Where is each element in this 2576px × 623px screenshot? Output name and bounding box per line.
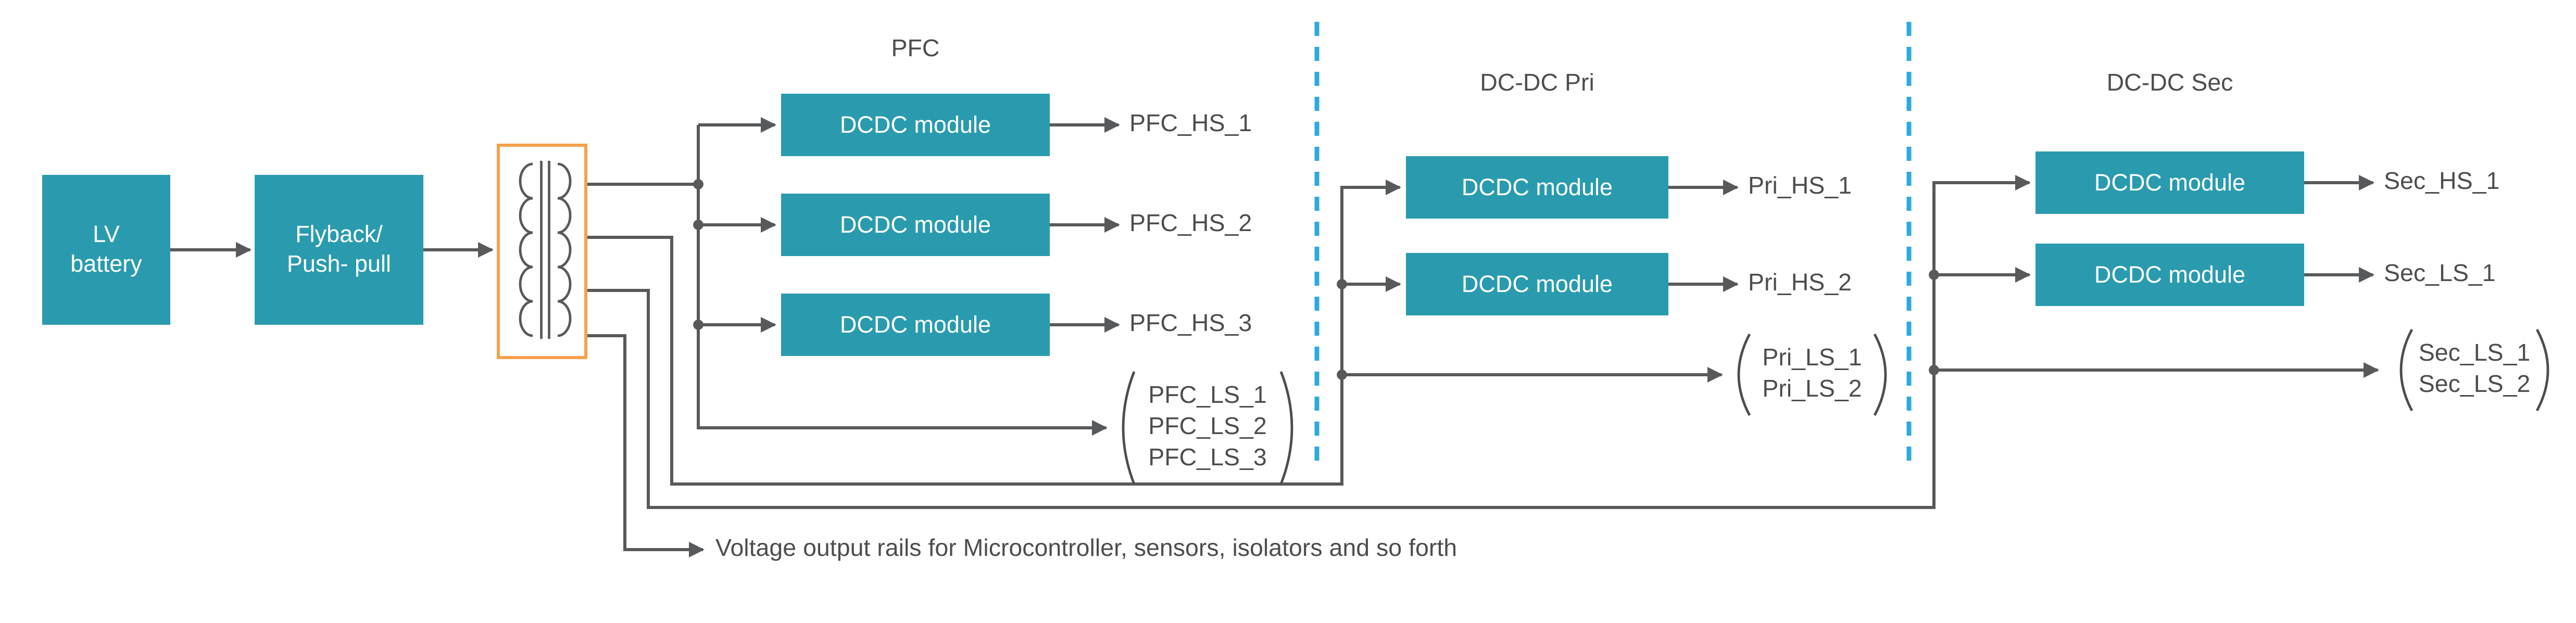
sec-ls-rail-1: Sec_LS_1 (2418, 340, 2531, 367)
pfc-section-title: PFC (891, 36, 940, 62)
sec-section-title: DC-DC Sec (2106, 70, 2233, 97)
dcdc-module-pfc-2: DCDC module (781, 194, 1050, 256)
pri-ls-rail-2: Pri_LS_2 (1762, 376, 1862, 403)
label-pri-hs-2: Pri_HS_2 (1748, 270, 1852, 297)
wire-pfc-bus-to-ls-group (697, 125, 1108, 436)
lv-battery-label-line2: battery (70, 251, 142, 278)
pri-ls-rail-1: Pri_LS_1 (1762, 345, 1862, 372)
wire-voltage-rails (587, 334, 705, 557)
label-pri-hs-1: Pri_HS_1 (1748, 173, 1852, 200)
pfc-ls-rail-2: PFC_LS_2 (1148, 414, 1267, 440)
dcdc-module-pfc-1: DCDC module (781, 94, 1050, 156)
dcdc-module-sec-1: DCDC module (2035, 151, 2304, 214)
pri-section-title: DC-DC Pri (1480, 70, 1594, 97)
dcdc-module-sec-2: DCDC module (2035, 244, 2304, 306)
lv-battery-label-line1: LV (93, 222, 120, 248)
sec-ls-rail-2: Sec_LS_2 (2418, 372, 2531, 398)
label-pfc-hs-1: PFC_HS_1 (1129, 111, 1252, 137)
transformer-symbol (497, 144, 587, 359)
label-sec-hs-1: Sec_HS_1 (2384, 169, 2500, 195)
flyback-label-line2: Push- pull (286, 251, 392, 278)
dcdc-module-pri-2: DCDC module (1406, 253, 1668, 315)
pfc-ls-rail-3: PFC_LS_3 (1148, 445, 1267, 472)
label-pfc-hs-3: PFC_HS_3 (1129, 311, 1252, 337)
pfc-ls-rail-group: PFC_LS_1 PFC_LS_2 PFC_LS_3 (1148, 381, 1266, 475)
pri-ls-rail-group: Pri_LS_1 Pri_LS_2 (1762, 344, 1862, 406)
transformer-windings-icon (519, 161, 572, 339)
pfc-ls-rail-1: PFC_LS_1 (1148, 383, 1267, 409)
flyback-pushpull-node: Flyback/ Push- pull (255, 175, 423, 325)
label-sec-ls-1: Sec_LS_1 (2384, 261, 2496, 287)
flyback-label-line1: Flyback/ (295, 222, 383, 248)
label-pfc-hs-2: PFC_HS_2 (1129, 211, 1252, 237)
dcdc-module-pfc-3: DCDC module (781, 294, 1050, 356)
sec-ls-rail-group: Sec_LS_1 Sec_LS_2 (2419, 339, 2531, 401)
lv-battery-node: LV battery (42, 175, 170, 325)
dcdc-module-pri-1: DCDC module (1406, 156, 1668, 219)
voltage-rails-note: Voltage output rails for Microcontroller… (715, 536, 1457, 562)
